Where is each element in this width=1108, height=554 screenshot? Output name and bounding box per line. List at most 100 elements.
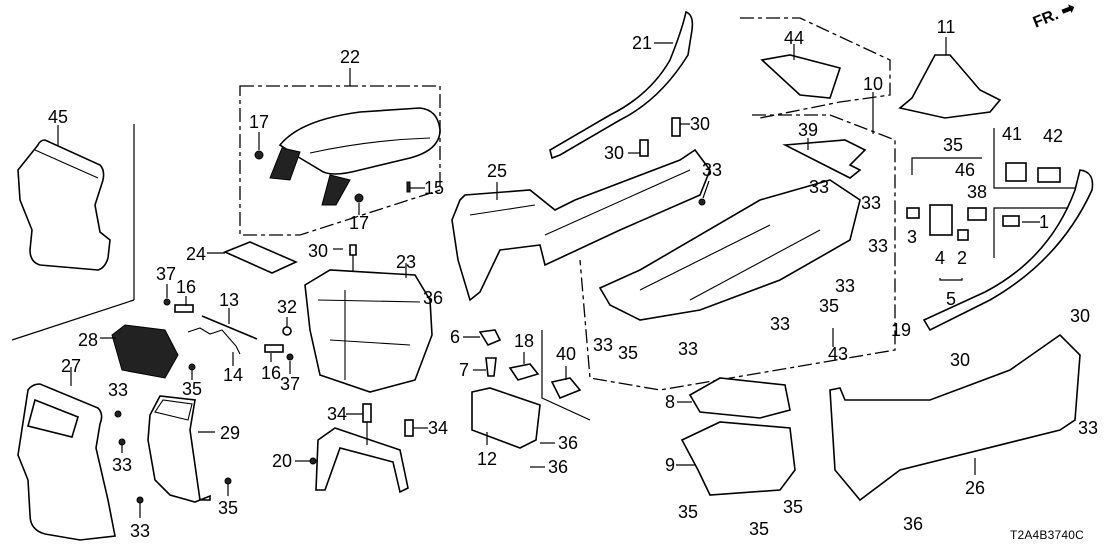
callout-34[interactable]: 34 — [326, 404, 348, 424]
callout-12[interactable]: 12 — [476, 449, 498, 469]
part-43-console-panel — [598, 179, 861, 321]
callout-36[interactable]: 36 — [547, 457, 569, 477]
callout-44[interactable]: 44 — [783, 28, 805, 48]
callout-40[interactable]: 40 — [555, 344, 577, 364]
callout-8[interactable]: 8 — [664, 392, 676, 412]
callout-5[interactable]: 5 — [945, 289, 957, 309]
part-8-bezel — [688, 377, 791, 419]
separator-line — [11, 299, 135, 341]
callout-34[interactable]: 34 — [427, 418, 449, 438]
callout-30[interactable]: 30 — [689, 114, 711, 134]
callout-20[interactable]: 20 — [271, 451, 293, 471]
part-11-shift-boot — [898, 54, 1002, 119]
callout-10[interactable]: 10 — [862, 74, 884, 94]
callout-26[interactable]: 26 — [964, 478, 986, 498]
callout-33[interactable]: 33 — [129, 521, 151, 541]
callout-23[interactable]: 23 — [395, 252, 417, 272]
callout-1[interactable]: 1 — [1038, 212, 1050, 232]
callout-38[interactable]: 38 — [966, 182, 988, 202]
part-18 — [508, 363, 540, 381]
callout-35[interactable]: 35 — [617, 343, 639, 363]
callout-33[interactable]: 33 — [677, 339, 699, 359]
callout-46[interactable]: 46 — [954, 160, 976, 180]
callout-29[interactable]: 29 — [219, 423, 241, 443]
callout-33[interactable]: 33 — [701, 160, 723, 180]
part-1 — [1002, 215, 1020, 227]
callout-45[interactable]: 45 — [47, 107, 69, 127]
part-4-switch — [929, 204, 953, 236]
part-40 — [550, 377, 582, 400]
callout-33[interactable]: 33 — [592, 335, 614, 355]
callout-33[interactable]: 33 — [111, 455, 133, 475]
part-22-armrest-group — [239, 68, 441, 236]
callout-30[interactable]: 30 — [307, 241, 329, 261]
part-28-mechanism — [111, 324, 179, 379]
callout-4[interactable]: 4 — [934, 248, 946, 268]
callout-16[interactable]: 16 — [175, 277, 197, 297]
callout-32[interactable]: 32 — [276, 297, 298, 317]
callout-33[interactable]: 33 — [1077, 418, 1099, 438]
callout-16[interactable]: 16 — [260, 363, 282, 383]
part-42 — [1037, 167, 1061, 183]
part-7 — [485, 357, 497, 377]
part-44-group-outline — [740, 17, 891, 119]
part-2 — [957, 229, 969, 241]
callout-28[interactable]: 28 — [77, 330, 99, 350]
callout-33[interactable]: 33 — [107, 380, 129, 400]
callout-33[interactable]: 33 — [834, 276, 856, 296]
part-38 — [967, 207, 987, 221]
callout-13[interactable]: 13 — [218, 290, 240, 310]
callout-27[interactable]: 27 — [60, 356, 82, 376]
callout-42[interactable]: 42 — [1042, 126, 1064, 146]
callout-3[interactable]: 3 — [906, 227, 918, 247]
callout-36[interactable]: 36 — [902, 514, 924, 534]
callout-36[interactable]: 36 — [557, 433, 579, 453]
part-45-rear-cover — [17, 125, 111, 271]
callout-17[interactable]: 17 — [348, 213, 370, 233]
callout-35[interactable]: 35 — [217, 498, 239, 518]
callout-21[interactable]: 21 — [631, 33, 653, 53]
callout-7[interactable]: 7 — [458, 360, 470, 380]
callout-17[interactable]: 17 — [248, 112, 270, 132]
callout-33[interactable]: 33 — [860, 193, 882, 213]
callout-24[interactable]: 24 — [185, 244, 207, 264]
callout-35[interactable]: 35 — [782, 497, 804, 517]
part-16-pin — [264, 344, 284, 353]
part-20-bracket — [295, 403, 428, 494]
callout-2[interactable]: 2 — [956, 248, 968, 268]
callout-6[interactable]: 6 — [449, 327, 461, 347]
part-24-pad — [222, 241, 298, 274]
part-10-group-outline — [579, 114, 896, 391]
callout-9[interactable]: 9 — [664, 455, 676, 475]
callout-36[interactable]: 36 — [422, 288, 444, 308]
part-26-side-panel — [829, 333, 1081, 502]
callout-33[interactable]: 33 — [867, 236, 889, 256]
callout-35[interactable]: 35 — [748, 519, 770, 539]
callout-25[interactable]: 25 — [486, 161, 508, 181]
callout-37[interactable]: 37 — [279, 374, 301, 394]
part-14-spring — [187, 327, 241, 355]
callout-35[interactable]: 35 — [677, 502, 699, 522]
callout-19[interactable]: 19 — [890, 320, 912, 340]
callout-35[interactable]: 35 — [818, 296, 840, 316]
callout-33[interactable]: 33 — [808, 177, 830, 197]
part-6 — [478, 329, 502, 347]
callout-35[interactable]: 35 — [181, 379, 203, 399]
callout-22[interactable]: 22 — [339, 47, 361, 67]
callout-18[interactable]: 18 — [513, 331, 535, 351]
callout-30[interactable]: 30 — [603, 143, 625, 163]
callout-35[interactable]: 35 — [942, 135, 964, 155]
callout-30[interactable]: 30 — [1069, 306, 1091, 326]
callout-11[interactable]: 11 — [936, 17, 956, 37]
callout-33[interactable]: 33 — [769, 314, 791, 334]
callout-15[interactable]: 15 — [423, 178, 445, 198]
part-9-cupholder — [680, 421, 796, 496]
callout-43[interactable]: 43 — [827, 344, 849, 364]
callout-37[interactable]: 37 — [155, 264, 177, 284]
part-25-side-panel — [451, 117, 711, 302]
callout-30[interactable]: 30 — [949, 350, 971, 370]
callout-14[interactable]: 14 — [222, 365, 244, 385]
callout-41[interactable]: 41 — [1001, 124, 1023, 144]
callout-39[interactable]: 39 — [797, 120, 819, 140]
